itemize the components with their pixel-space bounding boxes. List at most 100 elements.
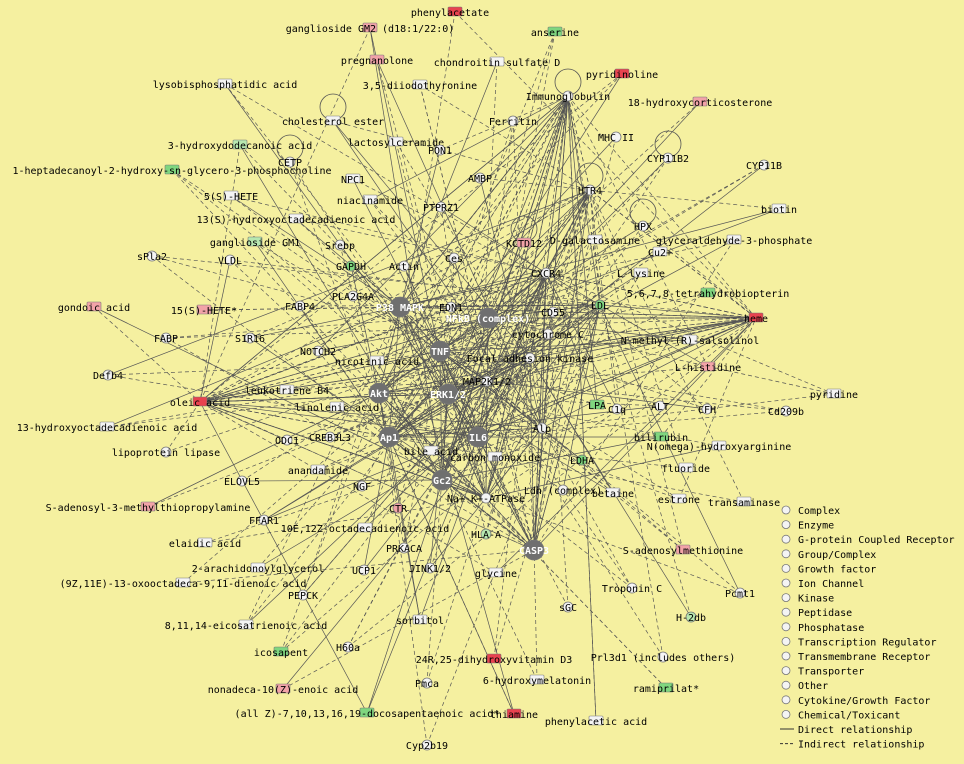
node-n127[interactable]: (all Z)-7,10,13,16,19-docosapentaenoic a… — [235, 707, 500, 720]
node-n89[interactable]: anandamide — [288, 464, 348, 477]
node-n34[interactable]: glyceraldehyde-3-phosphate — [656, 234, 813, 247]
node-n111[interactable]: (9Z,11E)-13-oxooctadeca-9,11-dienoic aci… — [60, 577, 307, 590]
node-n94[interactable]: estrone — [658, 493, 700, 506]
node-n17[interactable]: CYP11B2 — [647, 152, 689, 165]
node-n23[interactable]: HTR4 — [578, 184, 602, 197]
node-n11[interactable]: cholesterol ester — [282, 115, 384, 128]
node-n121[interactable]: 24R,25-dihydroxyvitamin D3 — [416, 653, 573, 666]
node-n116[interactable]: 8,11,14-eicosatrienoic acid — [165, 619, 328, 632]
node-n99[interactable]: CTR — [389, 502, 408, 515]
node-n83[interactable]: bile acid — [404, 445, 458, 458]
node-n36[interactable]: sPla2 — [137, 250, 167, 263]
node-n58[interactable]: cytochrome C — [512, 328, 584, 341]
node-n60[interactable]: nicotinic acid — [335, 355, 419, 368]
node-n52[interactable]: LDL — [591, 299, 609, 312]
node-n42[interactable]: L-lysine — [617, 267, 665, 280]
node-n6[interactable]: lysobisphosphatidic acid — [153, 78, 298, 91]
node-n119[interactable]: icosapent — [254, 646, 308, 659]
node-n45[interactable]: 15(S)-HETE* — [171, 304, 237, 317]
node-n129[interactable]: phenylacetic acid — [545, 715, 647, 728]
node-n120[interactable]: H60a — [336, 641, 360, 654]
node-n102[interactable]: HLA-A — [471, 528, 501, 541]
node-n65[interactable]: MAP2K1/2 — [463, 375, 511, 388]
node-n16[interactable]: PON1 — [428, 144, 452, 157]
node-n38[interactable]: GAPDH — [336, 260, 366, 273]
node-n49[interactable]: EDN1 — [439, 301, 463, 314]
node-n88[interactable]: fluoride — [662, 462, 710, 475]
node-n22[interactable]: AMBP — [468, 172, 492, 185]
node-n13[interactable]: 3-hydroxydodecanoic acid — [168, 139, 313, 152]
node-n3[interactable]: anserine — [531, 26, 579, 39]
node-n24[interactable]: 5(S)-HETE — [204, 190, 258, 203]
node-n114[interactable]: sGC — [559, 601, 577, 614]
node-n95[interactable]: Na+-K+-ATPase — [447, 492, 525, 505]
node-n66[interactable]: Akt — [368, 382, 390, 404]
node-n14[interactable]: lactosylceramide — [348, 136, 444, 149]
node-n30[interactable]: ganglioside GM1 — [210, 236, 300, 249]
node-n93[interactable]: Ldh (complex) — [524, 484, 602, 497]
node-n53[interactable]: heme — [744, 312, 768, 325]
node-n70[interactable]: LPA — [588, 399, 606, 412]
node-n10[interactable]: 18-hydroxycorticosterone — [628, 96, 773, 109]
node-n101[interactable]: 10E,12Z-octadecadienoic acid — [281, 522, 450, 535]
node-n126[interactable]: Pmca — [415, 677, 439, 690]
node-n128[interactable]: thiamine — [490, 708, 538, 721]
node-n109[interactable]: JINK1/2 — [409, 562, 451, 575]
node-n28[interactable]: 13(S)-hydroxyoctadecadienoic acid — [197, 213, 396, 226]
node-n39[interactable]: Actin — [389, 260, 419, 273]
node-n98[interactable]: S-adenosyl-3-methylthiopropylamine — [46, 501, 251, 514]
node-n91[interactable]: NGF — [353, 480, 371, 493]
node-n124[interactable]: nonadeca-10(Z)-enoic acid — [208, 683, 359, 696]
node-n32[interactable]: D-galactosamine — [550, 234, 640, 247]
node-n96[interactable]: betaine — [592, 487, 634, 500]
node-n5[interactable]: chondroitin sulfate D — [434, 56, 560, 69]
node-n68[interactable]: pyridine — [810, 388, 858, 401]
node-n57[interactable]: TNF — [429, 340, 451, 362]
node-n15[interactable]: MHC II — [598, 131, 634, 144]
node-n108[interactable]: UCP1 — [352, 564, 376, 577]
node-n26[interactable]: PTPRZ1 — [423, 201, 459, 214]
node-n41[interactable]: CXCR4 — [531, 267, 561, 280]
node-n50[interactable]: NFkB (complex) — [446, 307, 530, 329]
node-n125[interactable]: ramiprilat* — [633, 682, 699, 695]
node-n2[interactable]: ganglioside GM2 (d18:1/22:0) — [286, 22, 455, 35]
node-n81[interactable]: bilirubin — [634, 431, 688, 444]
node-n78[interactable]: Ap1 — [378, 426, 400, 448]
node-n113[interactable]: Troponin C — [602, 582, 662, 595]
node-n18[interactable]: CYP11B — [746, 159, 782, 172]
node-n67[interactable]: ERK1/2 — [430, 383, 466, 405]
node-n40[interactable]: Ces — [445, 252, 463, 265]
node-n123[interactable]: 6-hydroxymelatonin — [483, 674, 591, 687]
node-n31[interactable]: KCTD12 — [506, 237, 542, 250]
node-n73[interactable]: CFH — [698, 403, 716, 416]
node-n59[interactable]: N-methyl-(R)-salsolinol — [621, 334, 759, 347]
node-n80[interactable]: CREB3L3 — [309, 431, 351, 444]
node-n19[interactable]: CETP — [278, 156, 302, 169]
node-n84[interactable]: carbon monoxide — [450, 451, 540, 464]
node-n117[interactable]: H-2db — [676, 611, 706, 624]
node-n100[interactable]: FFAR1 — [249, 514, 279, 527]
node-n27[interactable]: biotin — [761, 203, 797, 216]
node-n104[interactable]: PRKACA — [386, 542, 422, 555]
node-n43[interactable]: 5,6,7,8-tetrahydrobiopterin — [627, 287, 790, 300]
node-n85[interactable]: LDHA — [570, 454, 594, 467]
node-n77[interactable]: Alp — [533, 422, 551, 435]
node-n112[interactable]: PEPCK — [288, 589, 318, 602]
node-n69[interactable]: oleic acid — [170, 396, 230, 409]
node-n122[interactable]: Prl3d1 (includes others) — [591, 651, 736, 664]
node-n48[interactable]: P38 MAPK — [376, 296, 424, 318]
node-n37[interactable]: VLDL — [218, 254, 242, 267]
node-n29[interactable]: HPX — [634, 220, 652, 233]
node-n54[interactable]: FABP — [154, 332, 178, 345]
node-n63[interactable]: Defb4 — [93, 369, 123, 382]
node-n87[interactable]: lipoprotein lipase — [112, 446, 220, 459]
node-n92[interactable]: Gc2 — [431, 469, 453, 491]
node-n72[interactable]: ALT — [651, 400, 669, 413]
node-n20[interactable]: 1-heptadecanoyl-2-hydroxy-sn-glycero-3-p… — [12, 164, 332, 177]
node-n25[interactable]: niacinamide — [337, 194, 403, 207]
node-n110[interactable]: glycine — [475, 567, 517, 580]
node-n1[interactable]: phenylacetate — [411, 6, 489, 19]
node-n7[interactable]: 3,5-diiodothyronine — [363, 79, 477, 92]
node-n8[interactable]: pyridinoline — [586, 68, 658, 81]
node-n115[interactable]: Pcmt1 — [725, 587, 755, 600]
